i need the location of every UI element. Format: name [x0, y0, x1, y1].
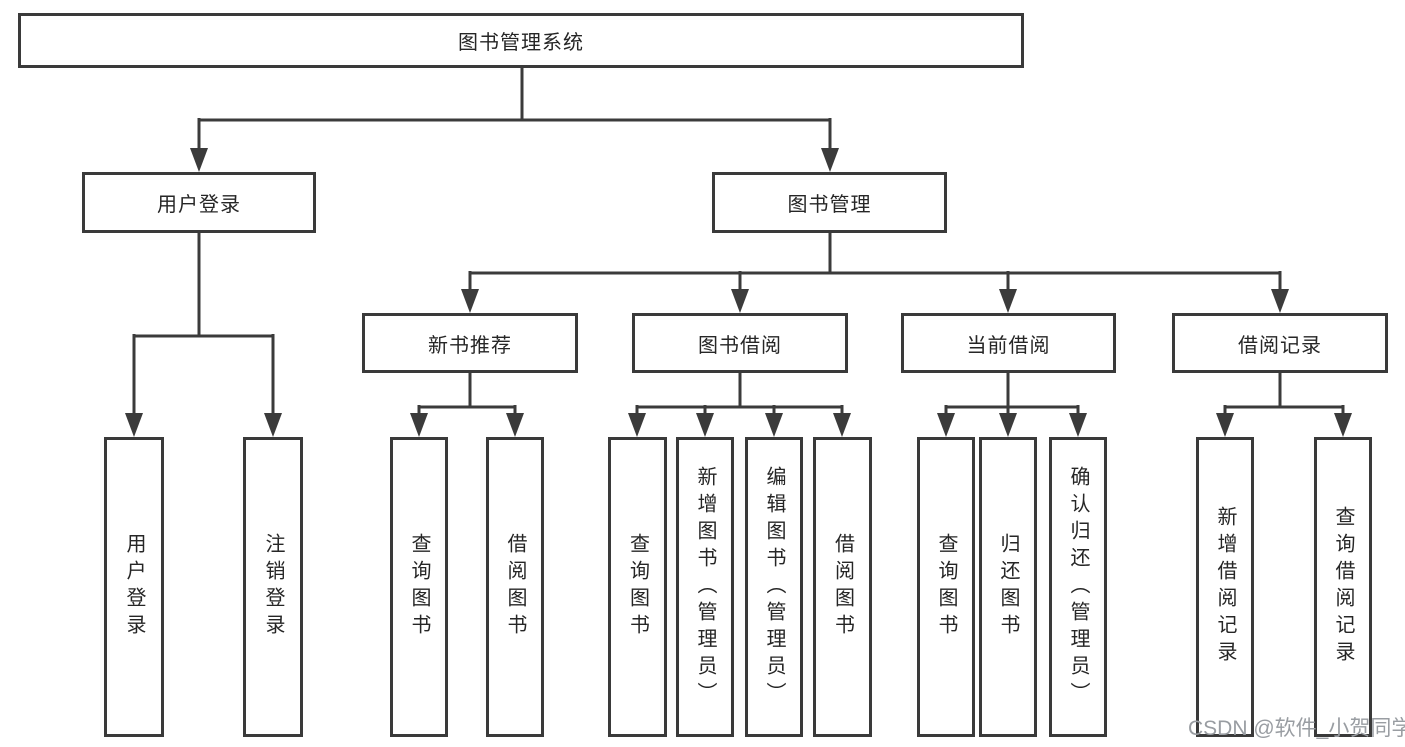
node-book-management-label: 图书管理	[787, 194, 872, 216]
leaf-add-books-admin-label: 新增图书（管理员）	[694, 465, 716, 709]
leaf-query-books-current-label: 查询图书	[935, 533, 957, 641]
node-new-book-recommend-label: 新书推荐	[428, 334, 512, 357]
node-book-borrow: 图书借阅	[632, 313, 848, 373]
leaf-query-borrow-record-label: 查询借阅记录	[1332, 506, 1354, 668]
node-borrow-record-label: 借阅记录	[1238, 334, 1322, 357]
node-book-management: 图书管理	[712, 172, 947, 233]
node-borrow-record: 借阅记录	[1172, 313, 1388, 373]
leaf-borrow-books-recommend-label: 借阅图书	[504, 533, 526, 641]
csdn-watermark: CSDN @软件_小贺同学	[1188, 717, 1405, 740]
node-book-borrow-label: 图书借阅	[698, 334, 782, 357]
leaf-edit-books-admin-label: 编辑图书（管理员）	[763, 465, 785, 709]
leaf-return-books-label: 归还图书	[997, 533, 1019, 641]
leaf-confirm-return-admin: 确认归还（管理员）	[1049, 437, 1107, 737]
leaf-confirm-return-admin-label: 确认归还（管理员）	[1067, 465, 1089, 709]
leaf-query-books-recommend-label: 查询图书	[408, 533, 430, 641]
node-root: 图书管理系统	[18, 13, 1024, 68]
leaf-add-books-admin: 新增图书（管理员）	[676, 437, 734, 737]
leaf-user-login-label: 用户登录	[123, 533, 145, 641]
node-user-login-label: 用户登录	[157, 194, 241, 216]
leaf-logout: 注销登录	[243, 437, 303, 737]
leaf-return-books: 归还图书	[979, 437, 1037, 737]
node-root-label: 图书管理系统	[458, 32, 584, 54]
node-current-borrow: 当前借阅	[901, 313, 1116, 373]
leaf-user-login: 用户登录	[104, 437, 164, 737]
node-current-borrow-label: 当前借阅	[966, 334, 1051, 357]
leaf-query-borrow-record: 查询借阅记录	[1314, 437, 1372, 737]
leaf-borrow-books: 借阅图书	[813, 437, 872, 737]
leaf-query-books-borrow-label: 查询图书	[626, 533, 649, 641]
node-user-login: 用户登录	[82, 172, 316, 233]
leaf-query-books-recommend: 查询图书	[390, 437, 448, 737]
node-new-book-recommend: 新书推荐	[362, 313, 578, 373]
leaf-add-borrow-record: 新增借阅记录	[1196, 437, 1254, 737]
leaf-logout-label: 注销登录	[262, 533, 284, 641]
leaf-borrow-books-label: 借阅图书	[831, 533, 854, 641]
leaf-edit-books-admin: 编辑图书（管理员）	[745, 437, 803, 737]
leaf-borrow-books-recommend: 借阅图书	[486, 437, 544, 737]
leaf-query-books-current: 查询图书	[917, 437, 975, 737]
leaf-query-books-borrow: 查询图书	[608, 437, 667, 737]
leaf-add-borrow-record-label: 新增借阅记录	[1214, 506, 1236, 668]
